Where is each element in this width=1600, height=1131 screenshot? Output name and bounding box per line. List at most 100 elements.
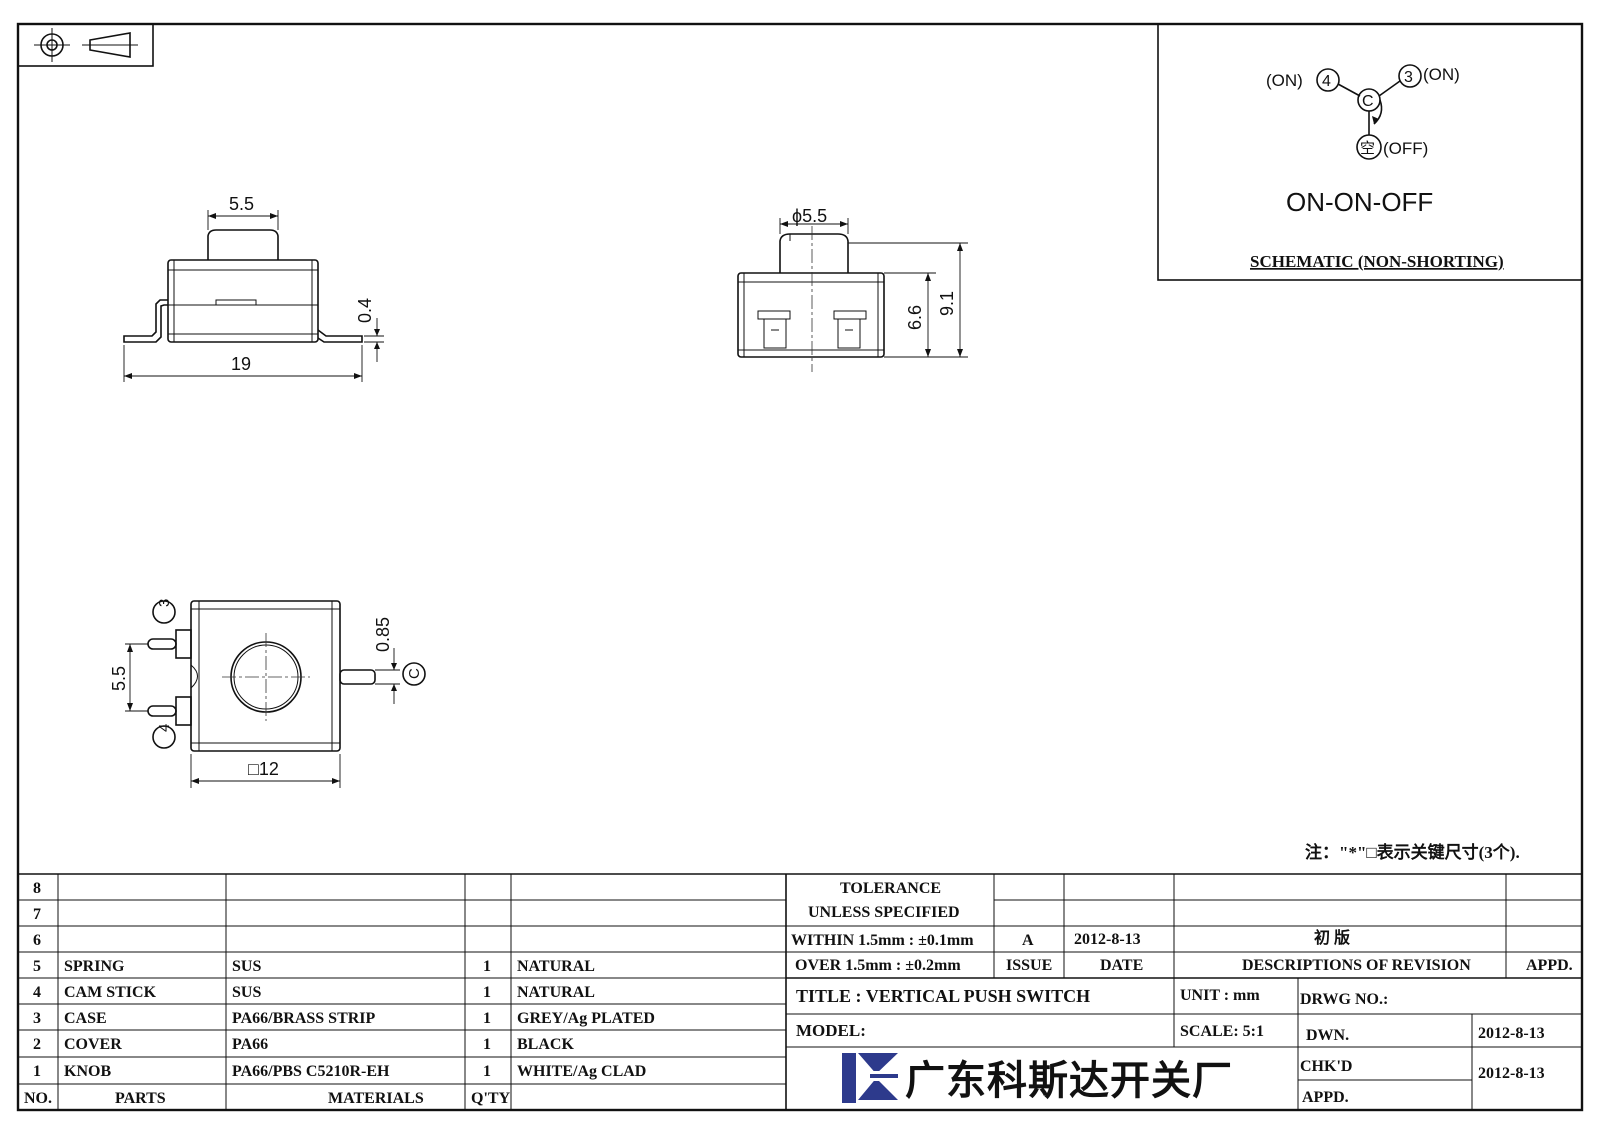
table-row: 7 <box>33 906 41 923</box>
dimension-note: 注："*"□表示关键尺寸(3个). <box>1305 843 1520 862</box>
table-row: 2 COVER PA66 1 BLACK <box>33 1036 574 1053</box>
table-row: 6 <box>33 932 41 949</box>
bom-table: 8 7 6 5 SPRING SUS 1 NATURAL 4 CAM STICK… <box>24 880 655 1107</box>
tolerance-block: TOLERANCE UNLESS SPECIFIED WITHIN 1.5mm … <box>791 880 974 974</box>
svg-text:2012-8-13: 2012-8-13 <box>1074 931 1141 948</box>
svg-text:MODEL:: MODEL: <box>796 1021 866 1040</box>
terminal-3-symbol <box>1398 64 1422 88</box>
svg-text:BLACK: BLACK <box>517 1036 574 1053</box>
table-row: 1 KNOB PA66/PBS C5210R-EH 1 WHITE/Ag CLA… <box>33 1063 646 1080</box>
svg-text:A: A <box>1022 932 1034 949</box>
svg-text:SUS: SUS <box>232 984 261 1001</box>
svg-text:1: 1 <box>483 1063 491 1080</box>
svg-text:NATURAL: NATURAL <box>517 984 595 1001</box>
svg-text:KNOB: KNOB <box>64 1063 111 1080</box>
svg-text:UNIT : mm: UNIT : mm <box>1180 987 1260 1004</box>
dim-side-bottom: 19 <box>231 354 251 374</box>
svg-text:APPD.: APPD. <box>1526 957 1573 974</box>
svg-text:1: 1 <box>483 984 491 1001</box>
dim-front-h2: 9.1 <box>937 291 957 316</box>
table-row: 4 CAM STICK SUS 1 NATURAL <box>33 984 595 1001</box>
svg-text:PA66: PA66 <box>232 1036 268 1053</box>
svg-text:1: 1 <box>483 958 491 975</box>
svg-text:DRWG NO.:: DRWG NO.: <box>1300 991 1388 1008</box>
svg-text:1: 1 <box>483 1010 491 1027</box>
svg-text:NATURAL: NATURAL <box>517 958 595 975</box>
table-row: 3 CASE PA66/BRASS STRIP 1 GREY/Ag PLATED <box>33 1010 655 1027</box>
svg-text:CASE: CASE <box>64 1010 107 1027</box>
schematic-box: (ON) 4 3 (ON) C 空 (OFF) ON-ON-OFF SCHEMA… <box>1157 23 1583 281</box>
svg-text:TOLERANCE: TOLERANCE <box>840 880 941 897</box>
svg-text:WHITE/Ag CLAD: WHITE/Ag CLAD <box>517 1063 646 1080</box>
svg-text:空: 空 <box>1360 140 1375 157</box>
dim-front-top: ϕ5.5 <box>792 206 827 226</box>
front-view: ϕ5.5 6.6 9.1 <box>737 206 968 372</box>
svg-text:PA66/BRASS STRIP: PA66/BRASS STRIP <box>232 1010 376 1027</box>
svg-text:5: 5 <box>33 958 41 975</box>
svg-text:OVER 1.5mm : ±0.2mm: OVER 1.5mm : ±0.2mm <box>795 957 961 974</box>
schematic-caption: SCHEMATIC (NON-SHORTING) <box>1250 252 1504 271</box>
terminal-4-symbol <box>1316 68 1340 92</box>
sheet-border <box>16 22 1584 1112</box>
table-row: 8 <box>33 880 41 897</box>
schematic-right-label: (ON) <box>1423 65 1460 84</box>
dim-front-h1: 6.6 <box>905 305 925 330</box>
svg-text:DESCRIPTIONS OF REVISION: DESCRIPTIONS OF REVISION <box>1242 957 1471 974</box>
svg-text:SCALE: 5:1: SCALE: 5:1 <box>1180 1023 1264 1040</box>
svg-text:COVER: COVER <box>64 1036 122 1053</box>
switch-mode: ON-ON-OFF <box>1286 187 1433 217</box>
svg-text:初 版: 初 版 <box>1314 928 1350 947</box>
svg-text:CHK'D: CHK'D <box>1300 1058 1352 1075</box>
bom-header: NO. PARTS MATERIALS Q'TY <box>24 1090 511 1107</box>
svg-text:SUS: SUS <box>232 958 261 975</box>
svg-text:8: 8 <box>33 880 41 897</box>
company-name: 广东科斯达开关厂 <box>905 1058 1233 1104</box>
svg-text:SPRING: SPRING <box>64 958 125 975</box>
svg-text:2: 2 <box>33 1036 41 1053</box>
svg-text:3: 3 <box>1404 69 1413 86</box>
svg-text:4: 4 <box>156 724 173 732</box>
svg-text:C: C <box>1362 93 1374 110</box>
svg-text:DWN.: DWN. <box>1306 1027 1349 1044</box>
svg-text:PA66/PBS C5210R-EH: PA66/PBS C5210R-EH <box>232 1063 390 1080</box>
svg-text:CAM STICK: CAM STICK <box>64 984 157 1001</box>
svg-text:3: 3 <box>33 1010 41 1027</box>
title-block-grid <box>18 873 1582 1110</box>
svg-text:DATE: DATE <box>1100 957 1143 974</box>
svg-text:7: 7 <box>33 906 41 923</box>
dim-bottom-left: 5.5 <box>109 666 129 691</box>
svg-text:4: 4 <box>33 984 41 1001</box>
svg-text:3: 3 <box>156 599 173 607</box>
svg-text:WITHIN 1.5mm : ±0.1mm: WITHIN 1.5mm : ±0.1mm <box>791 932 974 949</box>
svg-text:GREY/Ag PLATED: GREY/Ag PLATED <box>517 1010 655 1027</box>
dim-side-top: 5.5 <box>229 194 254 214</box>
dim-bottom-right: 0.85 <box>373 617 393 652</box>
dim-side-right: 0.4 <box>355 298 375 323</box>
side-view: 5.5 19 0.4 <box>123 194 384 382</box>
svg-text:2012-8-13: 2012-8-13 <box>1478 1025 1545 1042</box>
svg-text:ISSUE: ISSUE <box>1006 957 1052 974</box>
svg-text:4: 4 <box>1322 73 1331 90</box>
svg-text:2012-8-13: 2012-8-13 <box>1478 1065 1545 1082</box>
svg-text:C: C <box>406 668 423 679</box>
title-block: TITLE : VERTICAL PUSH SWITCH UNIT : mm D… <box>796 986 1545 1106</box>
dim-bottom-bottom: □12 <box>248 759 279 779</box>
bottom-view: 3 4 C 5.5 0.85 □12 <box>109 599 426 788</box>
svg-text:1: 1 <box>483 1036 491 1053</box>
svg-text:PARTS: PARTS <box>115 1090 166 1107</box>
svg-text:1: 1 <box>33 1063 41 1080</box>
projection-symbol <box>17 23 154 67</box>
schematic-left-label: (ON) <box>1266 71 1303 90</box>
company-logo-icon <box>842 1053 898 1103</box>
terminal-off-symbol <box>1356 134 1382 160</box>
svg-text:NO.: NO. <box>24 1090 52 1107</box>
svg-text:6: 6 <box>33 932 41 949</box>
svg-text:UNLESS SPECIFIED: UNLESS SPECIFIED <box>808 904 960 921</box>
svg-text:Q'TY: Q'TY <box>471 1090 511 1107</box>
revision-block: A 2012-8-13 初 版 ISSUE DATE DESCRIPTIONS … <box>1006 928 1573 974</box>
svg-text:MATERIALS: MATERIALS <box>328 1090 424 1107</box>
terminal-4-callout <box>152 725 176 749</box>
svg-text:TITLE : VERTICAL PUSH SWITCH: TITLE : VERTICAL PUSH SWITCH <box>796 986 1090 1006</box>
terminal-3-callout <box>152 600 176 624</box>
